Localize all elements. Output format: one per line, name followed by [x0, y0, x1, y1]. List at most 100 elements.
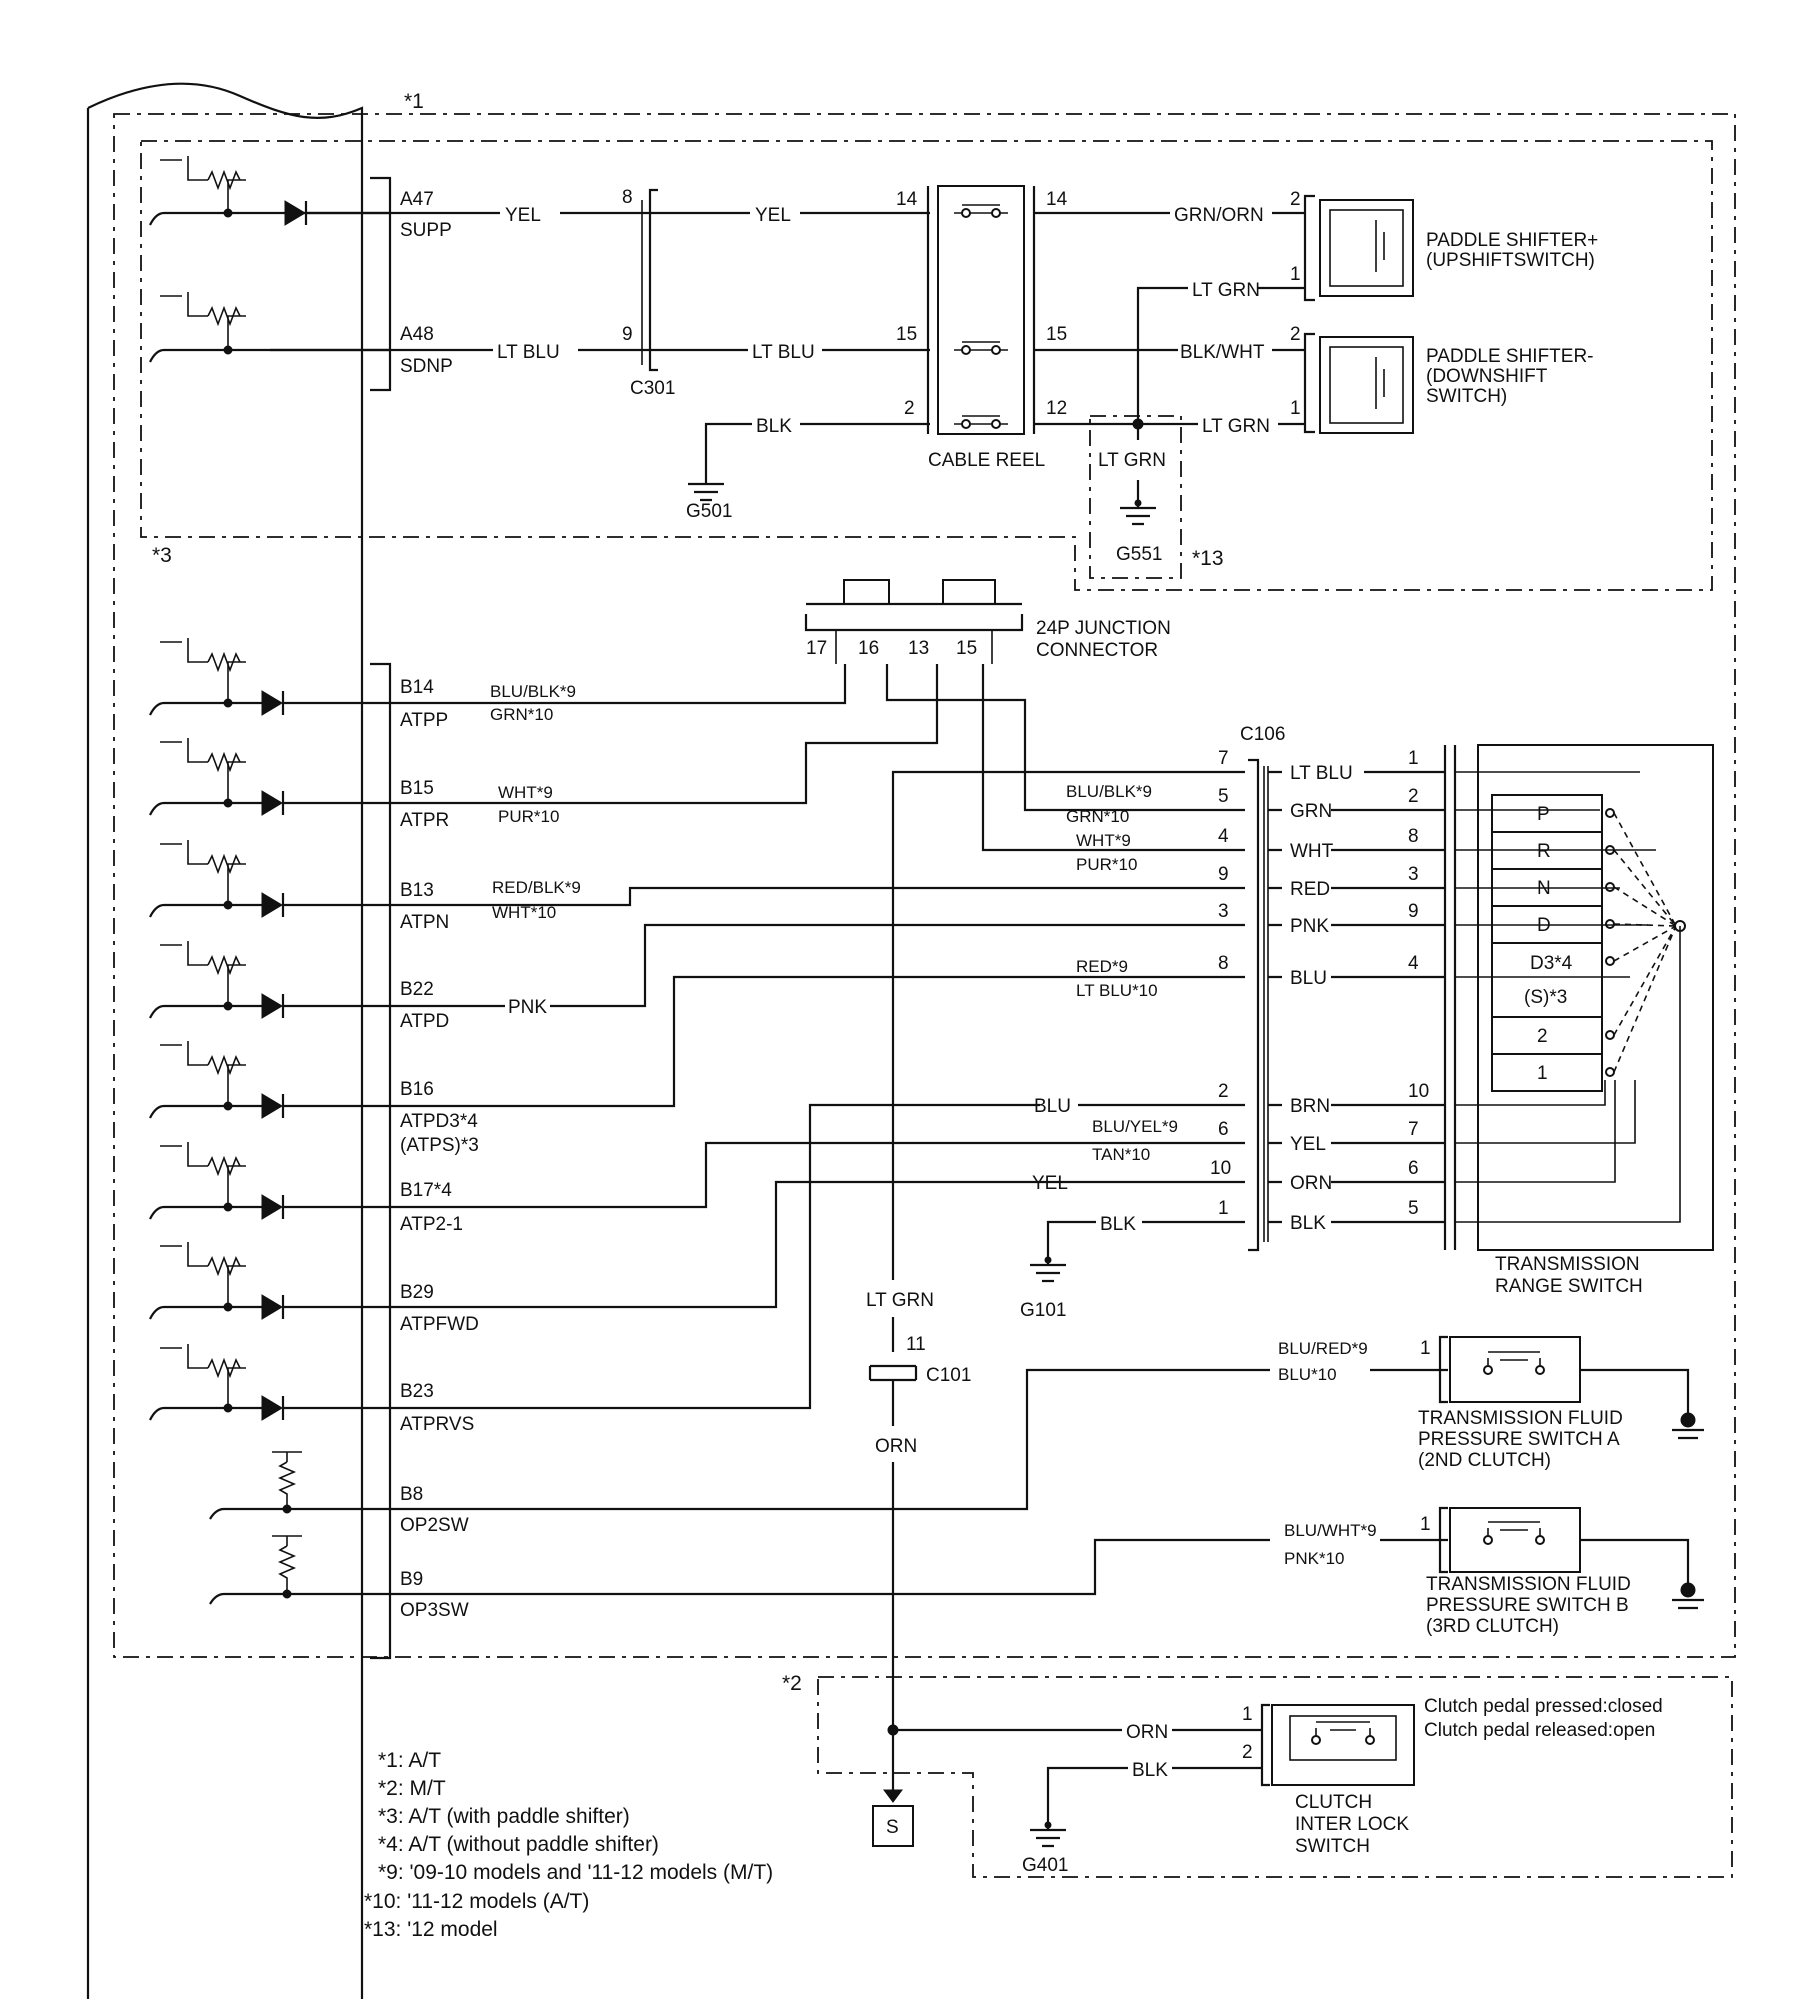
c106-right-wire-label: PNK	[1290, 916, 1329, 937]
wire-g551-label: LT GRN	[1098, 450, 1166, 471]
wire-b13-label-1: RED/BLK*9	[492, 878, 581, 897]
pin-b23: B23	[400, 1381, 434, 1402]
range-contact	[1605, 919, 1615, 929]
ecm-op-circuit	[209, 1451, 390, 1520]
diode-cathode	[281, 1396, 390, 1420]
cable-reel-contacts	[954, 204, 1008, 429]
range-switch-outer	[1477, 744, 1714, 1251]
note-3: *3	[152, 544, 172, 567]
range-position-label: 1	[1537, 1063, 1548, 1084]
c106-right-wire-label: GRN	[1290, 801, 1332, 822]
c101-label: C101	[926, 1365, 971, 1386]
wire-b8	[390, 1368, 1270, 1511]
pin-b8: B8	[400, 1484, 423, 1505]
down-switch-inner	[1329, 346, 1404, 424]
reel-left-pin-2: 2	[904, 398, 915, 419]
wire-a47-yel-1: YEL	[505, 205, 541, 226]
g101-label: G101	[1020, 1300, 1066, 1321]
pin-b16-name: ATPD3*4	[400, 1111, 478, 1132]
pin-b29: B29	[400, 1282, 434, 1303]
ecm-input-circuit	[149, 1344, 390, 1421]
ground-g101-icon	[1030, 1256, 1066, 1283]
wire-b13	[390, 886, 1245, 907]
range-position-label: (S)*3	[1524, 987, 1567, 1008]
resistor-icon	[207, 1054, 241, 1076]
wire-up-grnorn-label: GRN/ORN	[1174, 205, 1264, 226]
pin-b17-name: ATP2-1	[400, 1214, 463, 1235]
c106-left-pin: 6	[1218, 1119, 1229, 1140]
c301-pin-8: 8	[622, 187, 633, 208]
fluid-b-wire-1: BLU/WHT*9	[1284, 1521, 1377, 1540]
reel-left-pin-15: 15	[896, 324, 917, 345]
fluid-b-label-2: PRESSURE SWITCH B	[1426, 1595, 1629, 1616]
ground-g501-icon	[688, 482, 724, 502]
input-wire	[149, 801, 270, 816]
footnote-2: *2: M/T	[378, 1777, 446, 1800]
pullup-wire	[160, 1142, 208, 1167]
pullup-wire	[272, 1535, 302, 1546]
c106-right-pin: 8	[1408, 826, 1419, 847]
c106-right-wire-label: LT BLU	[1290, 763, 1353, 784]
c106-left-pin: 8	[1218, 953, 1229, 974]
diode-cathode	[281, 691, 390, 715]
pullup-wire	[227, 1265, 246, 1307]
pin-b22: B22	[400, 979, 434, 1000]
c106-rows: 7LT BLU15GRN24WHT89RED33PNK98BLU42BRN106…	[1210, 748, 1445, 1234]
range-wire	[1455, 1080, 1636, 1144]
pullup-wire	[227, 761, 246, 803]
input-wire	[149, 701, 270, 716]
c101-pin: 11	[906, 1334, 926, 1355]
pullup-wire	[227, 863, 246, 905]
wire-g501	[704, 422, 930, 484]
range-contact-link	[1613, 849, 1677, 927]
resistor-icon	[277, 1545, 297, 1594]
connector-a-bracket	[370, 176, 392, 392]
range-position-cell	[1491, 1016, 1603, 1055]
pin-b29-name: ATPFWD	[400, 1314, 479, 1335]
junction-pin-15: 15	[956, 638, 977, 659]
up-label-1: PADDLE SHIFTER+	[1426, 230, 1598, 251]
wire-b14-label-2: GRN*10	[490, 705, 553, 724]
range-wires	[1455, 771, 1681, 1223]
range-contact	[1605, 882, 1615, 892]
down-label-2: (DOWNSHIFT	[1426, 366, 1548, 387]
pullup-wire	[272, 1451, 302, 1462]
g551-label: G551	[1116, 544, 1162, 565]
c301-connector	[648, 188, 658, 372]
diode-cathode	[304, 201, 390, 225]
range-contact	[1605, 808, 1615, 818]
pin-b13-name: ATPN	[400, 912, 449, 933]
clutch-state-2: Clutch pedal released:open	[1424, 1720, 1655, 1741]
resistor-icon	[207, 169, 241, 191]
pin-b15-name: ATPR	[400, 810, 449, 831]
junction-dot	[223, 1403, 233, 1413]
pullup-wire	[160, 156, 208, 181]
c106-right-wire-label: BLU	[1290, 968, 1327, 989]
diode-cathode	[281, 893, 390, 917]
resistor-icon	[207, 305, 241, 327]
ecm-input-circuit	[149, 738, 390, 816]
fluid-b-pin: 1	[1420, 1514, 1431, 1535]
wire-a48-ltblu-2: LT BLU	[752, 342, 815, 363]
wire-g101	[1046, 1220, 1245, 1265]
footnotes: *1: A/T *2: M/T *3: A/T (with paddle shi…	[364, 1749, 773, 1941]
c106-label: C106	[1240, 724, 1285, 745]
footnote-9: *9: '09-10 models and '11-12 models (M/T…	[378, 1861, 773, 1884]
ecm-input-circuit	[149, 840, 390, 918]
junction-pin-16: 16	[858, 638, 879, 659]
range-contact-link	[1613, 886, 1677, 927]
c101-wire-top: LT GRN	[866, 1290, 934, 1311]
pullup-wire	[227, 1064, 246, 1106]
clutch-pin-2: 2	[1242, 1742, 1253, 1763]
pullup-wire	[160, 840, 208, 865]
junction-dot	[223, 1202, 233, 1212]
diode-cathode	[281, 994, 390, 1018]
wire-c106-5-label-1: BLU/BLK*9	[1066, 782, 1152, 801]
pin-b13: B13	[400, 880, 434, 901]
cable-reel-label: CABLE REEL	[928, 450, 1045, 471]
footnote-3: *3: A/T (with paddle shifter)	[378, 1805, 630, 1828]
fluid-a-label-1: TRANSMISSION FLUID	[1418, 1408, 1623, 1429]
c106-right-pin: 3	[1408, 864, 1419, 885]
